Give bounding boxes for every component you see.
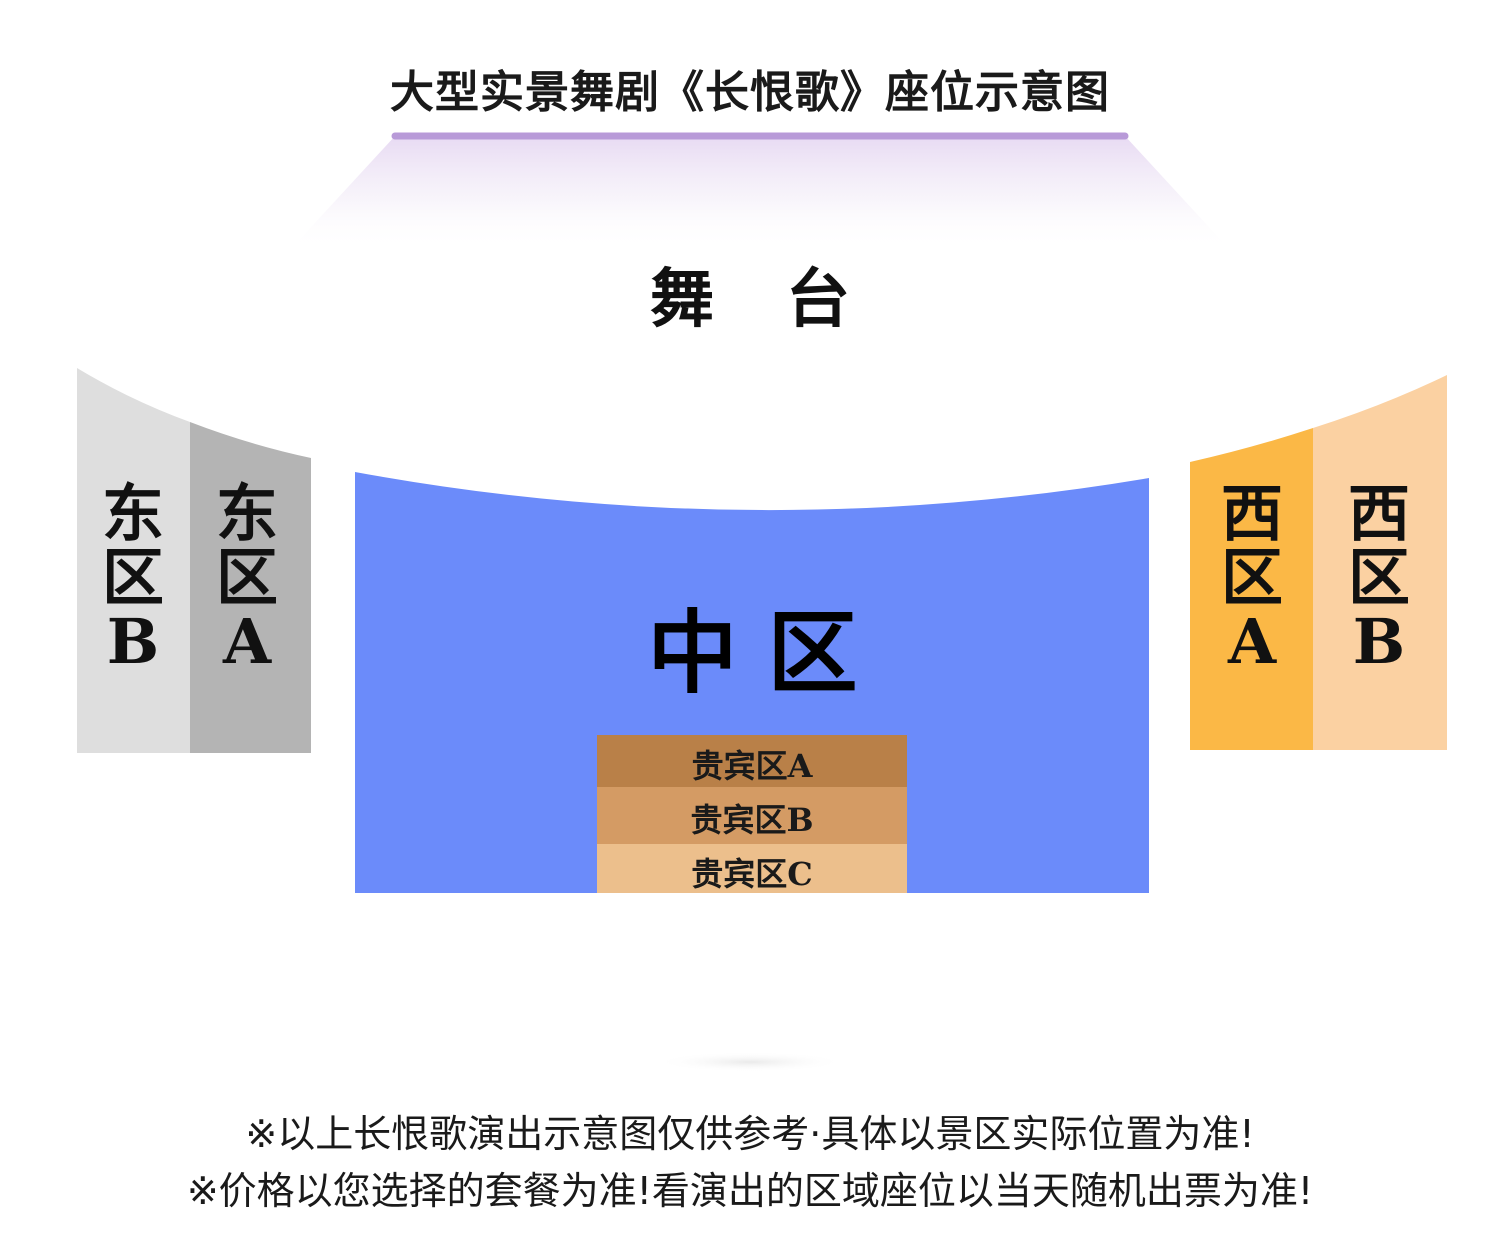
- zone-west-a-label-line3: A: [1227, 605, 1277, 678]
- vip-zone-c[interactable]: [597, 844, 907, 893]
- zone-east-a-label-line2: 区: [215, 541, 278, 614]
- zone-east-b-label: 东 区 B: [78, 482, 188, 674]
- vip-zone-c-label: 贵宾区C: [691, 855, 813, 893]
- zone-west-a-label-line2: 区: [1220, 541, 1283, 614]
- zone-east-b-label-line3: B: [106, 605, 160, 678]
- zone-east-a-label-line3: A: [222, 605, 272, 678]
- diagram-title: 大型实景舞剧《长恨歌》座位示意图: [390, 67, 1110, 118]
- note-line-2: ※价格以您选择的套餐为准!看演出的区域座位以当天随机出票为准!: [186, 1169, 1314, 1213]
- note-line-1: ※以上长恨歌演出示意图仅供参考·具体以景区实际位置为准!: [245, 1112, 1255, 1156]
- zone-east-b-label-line1: 东: [101, 477, 164, 550]
- zone-west-b-label-line1: 西: [1347, 477, 1410, 550]
- zone-west-a-label: 西 区 A: [1197, 482, 1307, 674]
- zone-center-label: 中区: [647, 600, 888, 706]
- stage-label: 舞台: [650, 262, 922, 337]
- zone-east-a-label: 东 区 A: [192, 482, 302, 674]
- zone-west-b-label-line2: 区: [1347, 541, 1410, 614]
- floor-shadow: [655, 1052, 845, 1072]
- zone-west-a-label-line1: 西: [1220, 477, 1283, 550]
- zone-west-b-label-line3: B: [1352, 605, 1406, 678]
- zone-west-b[interactable]: [1313, 375, 1447, 750]
- stage-glow: [290, 136, 1230, 250]
- vip-zone-b-label: 贵宾区B: [690, 801, 814, 839]
- vip-zone-b[interactable]: [597, 787, 907, 844]
- vip-zone-a-label: 贵宾区A: [691, 747, 813, 785]
- vip-zone-a[interactable]: [597, 735, 907, 787]
- zone-west-b-label: 西 区 B: [1324, 482, 1434, 674]
- zone-east-a[interactable]: [190, 422, 311, 753]
- zone-east-b[interactable]: [77, 368, 190, 753]
- zone-center[interactable]: [355, 472, 1149, 893]
- zone-east-b-label-line2: 区: [101, 541, 164, 614]
- zone-west-a[interactable]: [1190, 428, 1313, 750]
- zone-east-a-label-line1: 东: [215, 477, 278, 550]
